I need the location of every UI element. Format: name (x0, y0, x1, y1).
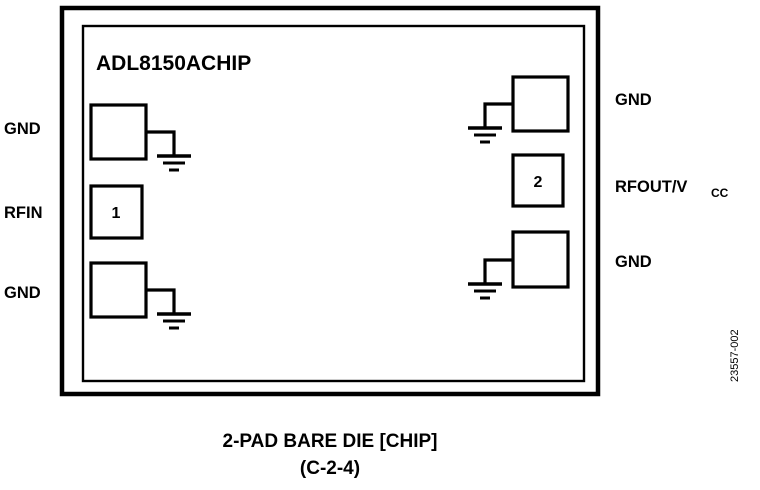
ground-wire (146, 288, 176, 313)
die-outer-frame (59, 5, 601, 397)
right-pin-label-main: RFOUT/V (615, 178, 687, 196)
caption-line-2: (C-2-4) (300, 458, 360, 479)
ground-symbol (157, 154, 191, 172)
right-pin-label-rfout-vcc: RFOUT/V CC (615, 178, 729, 200)
left-pin-gnd-bottom (89, 261, 191, 330)
figure-id-label: 23557-002 (729, 329, 741, 382)
pad-number-1: 1 (112, 205, 121, 222)
ground-symbol (468, 282, 502, 300)
pad-box (89, 261, 148, 319)
pad-box (511, 75, 570, 133)
pad-box (89, 184, 144, 240)
ground-wire (483, 102, 513, 127)
left-pin-rfin: 1 (89, 184, 144, 240)
ground-symbol (157, 312, 191, 330)
right-pin-gnd-top (468, 75, 570, 144)
caption-line-1: 2-PAD BARE DIE [CHIP] (223, 431, 438, 452)
part-number-label: ADL8150ACHIP (96, 52, 251, 75)
pad-box (511, 230, 570, 289)
pad-box (89, 103, 148, 161)
left-pin-label-gnd-bottom: GND (4, 284, 41, 302)
ground-symbol (468, 126, 502, 144)
left-pin-gnd-top (89, 103, 191, 172)
left-pin-label-rfin: RFIN (4, 204, 43, 222)
right-pin-label-subscript: CC (711, 186, 729, 200)
pad-number-2: 2 (534, 174, 543, 191)
right-pin-rfout-vcc: 2 (511, 153, 565, 208)
ground-wire (483, 258, 513, 283)
ground-wire (146, 130, 176, 155)
right-pin-label-gnd-top: GND (615, 91, 652, 109)
right-pin-label-gnd-bottom: GND (615, 253, 652, 271)
right-pin-gnd-bottom (468, 230, 570, 300)
die-inner-frame (81, 24, 586, 383)
pad-box (511, 153, 565, 208)
left-pin-label-gnd-top: GND (4, 120, 41, 138)
